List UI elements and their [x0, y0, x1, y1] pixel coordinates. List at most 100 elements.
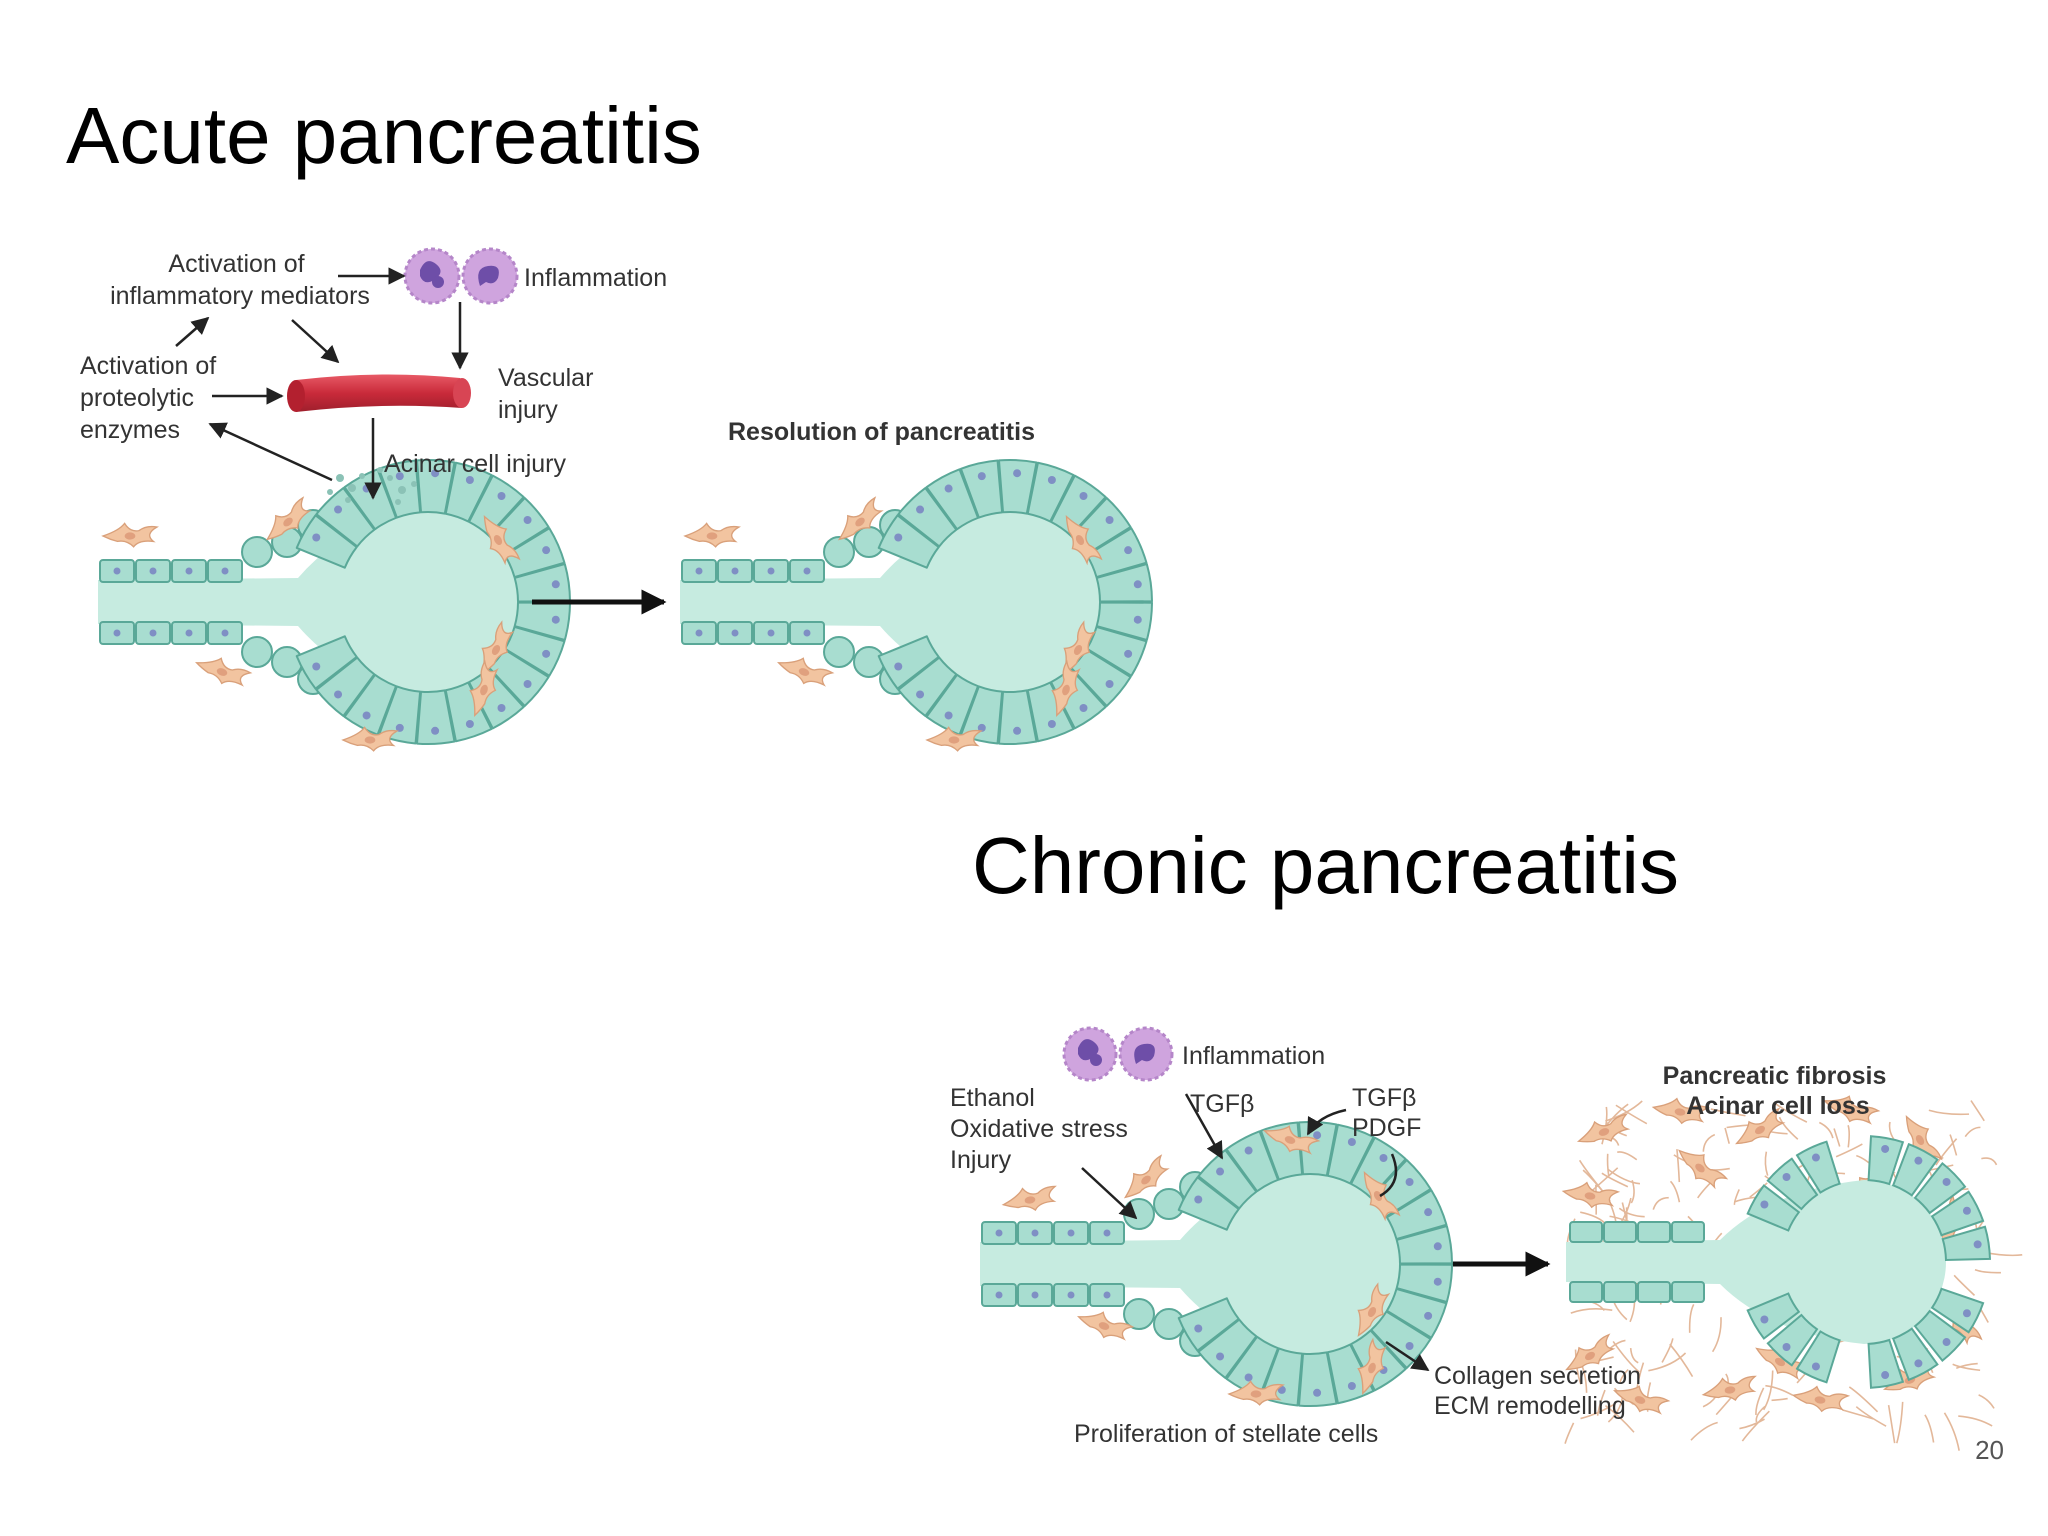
stellate-cell — [1227, 1380, 1285, 1406]
cell-nucleus — [916, 690, 925, 699]
duct-cell — [1603, 1281, 1637, 1303]
acinar-cell — [1930, 1190, 1985, 1237]
acinar-cell — [1867, 1338, 1905, 1389]
acinus-fibrotic — [1566, 1135, 1991, 1389]
cell-nucleus — [1047, 475, 1056, 484]
acinar-cell — [513, 601, 571, 641]
title-chronic-pancreatitis: Chronic pancreatitis — [972, 821, 1679, 910]
label-growth-factors: TGFβ PDGF — [1352, 1084, 1423, 1142]
stellate-cell — [1791, 1385, 1851, 1413]
duct-cell — [1637, 1221, 1671, 1243]
acinar-cell — [1085, 625, 1148, 677]
duct-cell — [1569, 1221, 1603, 1243]
stellate-cell — [1701, 1375, 1757, 1402]
acinus-resolution — [680, 459, 1153, 745]
enzyme-leakage — [327, 467, 417, 505]
acinar-cell — [1891, 1142, 1939, 1197]
acinar-cell — [1225, 1130, 1280, 1193]
cell-nucleus — [334, 505, 343, 514]
acinar-cell — [1867, 1135, 1905, 1186]
acinar-cell — [503, 625, 566, 677]
cell-nucleus — [362, 711, 371, 720]
stellate-cell — [1576, 1113, 1631, 1143]
stellate-cell — [469, 659, 499, 717]
stellate-cell — [925, 726, 983, 752]
stellate-cell — [1678, 1149, 1729, 1190]
stellate-cell — [195, 657, 253, 687]
cell-nucleus — [1124, 649, 1133, 658]
acinar-cell — [343, 673, 398, 736]
stellate-cell — [1561, 1181, 1621, 1209]
acinus-lumen — [1566, 1180, 1946, 1344]
cell-nucleus — [551, 615, 560, 624]
acinar-cell — [853, 526, 885, 558]
cell-nucleus — [334, 690, 343, 699]
cell-nucleus — [1405, 1177, 1414, 1186]
cell-nucleus — [465, 720, 474, 729]
stellate-cell — [1123, 1154, 1170, 1199]
duct-cell — [1569, 1281, 1603, 1303]
page-number: 20 — [1975, 1435, 2004, 1465]
cell-nucleus — [1124, 546, 1133, 555]
acinar-cell — [925, 673, 980, 736]
stellate-cell — [1613, 1385, 1671, 1415]
stellate-cell — [837, 496, 884, 541]
cell-nucleus — [551, 580, 560, 589]
acinar-cell — [1795, 1140, 1841, 1194]
acinar-cell — [877, 514, 940, 569]
acinar-cell — [877, 635, 940, 690]
acinar-cell — [444, 461, 493, 523]
stellate-cell — [341, 726, 399, 752]
chronic-arrows — [1081, 1093, 1430, 1372]
title-acute-pancreatitis: Acute pancreatitis — [66, 91, 702, 180]
cell-nucleus — [1244, 1146, 1253, 1155]
acinar-cell — [241, 536, 273, 568]
acinar-cell — [959, 459, 1004, 519]
acinus-lumen — [980, 1174, 1400, 1354]
acinar-cell — [1930, 1287, 1985, 1334]
cell-nucleus — [1079, 491, 1088, 500]
label-collagen-secretion: Collagen secretion ECM remodelling — [1434, 1362, 1648, 1420]
acinar-cell — [1913, 1161, 1967, 1215]
acinar-cell — [1395, 1263, 1453, 1303]
acinar-cell — [1123, 1298, 1155, 1330]
label-vascular-injury: Vascular injury — [498, 364, 600, 424]
acinar-cell — [1326, 1123, 1375, 1185]
acinar-cell — [295, 514, 358, 569]
acinar-cell — [897, 656, 958, 717]
duct-cell — [1671, 1281, 1705, 1303]
acinar-cell — [1370, 1310, 1432, 1369]
cell-nucleus — [395, 472, 404, 481]
cell-nucleus — [1347, 1382, 1356, 1391]
stellate-cell — [265, 496, 312, 541]
acinar-cell — [241, 636, 273, 668]
acinar-cell — [1326, 1343, 1375, 1405]
label-resolution: Resolution of pancreatitis — [728, 418, 1035, 446]
acinar-cell — [1026, 681, 1075, 743]
stellate-cell — [1001, 1185, 1057, 1212]
acinus-lumen — [680, 512, 1100, 692]
acinar-cell — [1795, 1330, 1841, 1384]
acinus-lumen — [98, 512, 518, 692]
label-proliferation: Proliferation of stellate cells — [1074, 1420, 1378, 1448]
acinar-cell — [295, 635, 358, 690]
acinar-cell — [897, 487, 958, 548]
stellate-cells-resolution — [683, 496, 1103, 752]
acinar-cell — [444, 681, 493, 743]
duct-cell — [1603, 1221, 1637, 1243]
acinar-cell — [1746, 1292, 1801, 1340]
label-inflammation-acute: Inflammation — [524, 264, 667, 292]
acinar-cell — [998, 459, 1038, 515]
cell-nucleus — [542, 649, 551, 658]
acinar-cell — [1153, 1308, 1185, 1340]
cell-nucleus — [1379, 1153, 1388, 1162]
label-fibrosis-outcome: Pancreatic fibrosis Acinar cell loss — [1663, 1062, 1894, 1120]
cell-nucleus — [944, 484, 953, 493]
cell-nucleus — [312, 662, 321, 671]
acinar-cell — [1026, 461, 1075, 523]
acinus-chronic — [980, 1121, 1453, 1407]
acinar-cell — [1395, 1225, 1453, 1265]
acinar-cell — [925, 468, 980, 531]
acinar-cell — [1177, 1176, 1240, 1231]
